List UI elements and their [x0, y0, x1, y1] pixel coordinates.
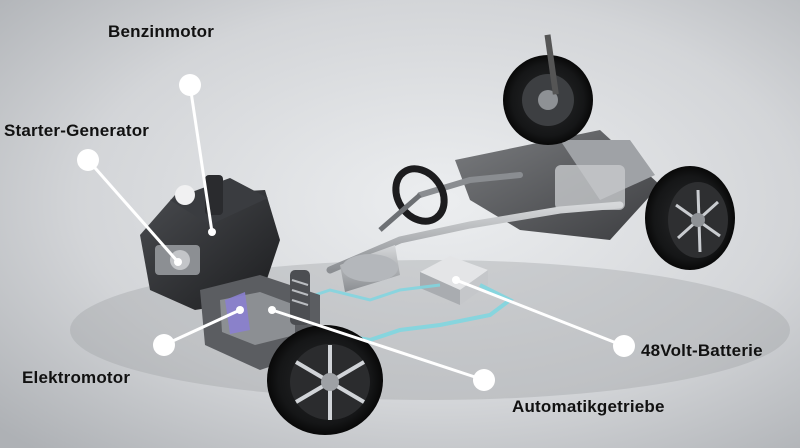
leader-line-starter-generator: [86, 159, 180, 263]
rear-axle-assembly: [455, 34, 735, 270]
dot-starter-generator: [174, 258, 182, 266]
front-suspension: [290, 270, 310, 325]
label-starter-generator: Starter-Generator: [4, 121, 150, 140]
leader-lines: [86, 84, 625, 382]
marker-benzinmotor: [179, 74, 201, 96]
leader-line-elektromotor: [163, 308, 241, 347]
marker-starter-generator: [77, 149, 99, 171]
front-wheel-icon: [267, 325, 383, 435]
leader-line-automatikgetriebe: [271, 308, 485, 382]
markers: [77, 74, 635, 391]
dot-elektromotor: [236, 306, 244, 314]
label-elektromotor: Elektromotor: [22, 368, 131, 387]
dot-benzinmotor: [208, 228, 216, 236]
label-batterie: 48Volt-Batterie: [641, 341, 763, 360]
leader-line-benzinmotor: [188, 84, 214, 233]
dot-automatikgetriebe: [268, 306, 276, 314]
marker-batterie: [613, 335, 635, 357]
label-benzinmotor: Benzinmotor: [108, 22, 215, 41]
steering-wheel-icon: [378, 165, 448, 232]
leader-line-batterie: [455, 278, 625, 348]
exhaust-system: [326, 172, 624, 292]
dot-batterie: [452, 276, 460, 284]
label-automatikgetriebe: Automatikgetriebe: [512, 397, 665, 416]
marker-automatikgetriebe: [473, 369, 495, 391]
marker-elektromotor: [153, 334, 175, 356]
